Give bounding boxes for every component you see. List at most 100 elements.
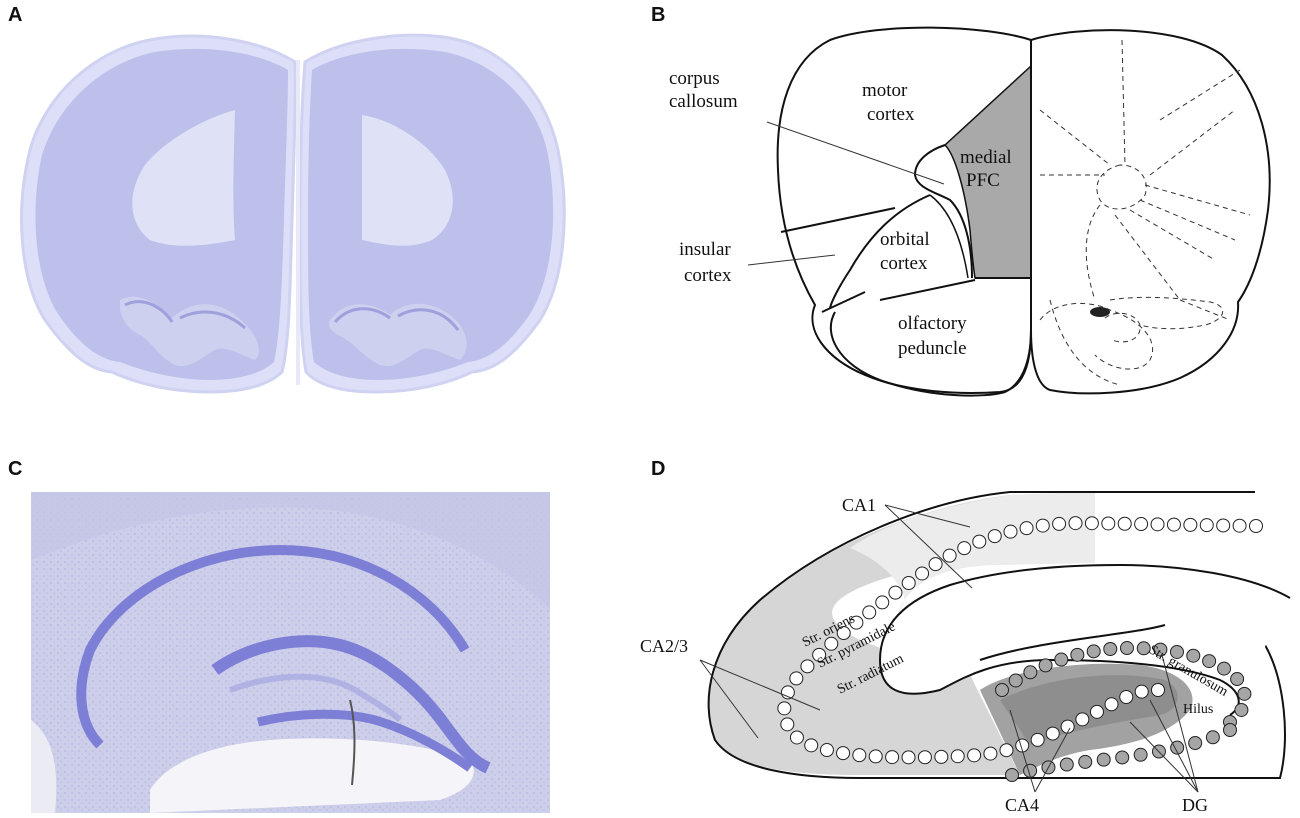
- pyramidal-cell: [950, 749, 965, 764]
- label-motor-cortex-2: cortex: [867, 104, 915, 125]
- pyramidal-cell: [1216, 518, 1231, 533]
- granule-cell: [1205, 730, 1220, 745]
- panel-d-schematic: CA1 CA2/3 CA4 DG Str. oriens Str. pyrami…: [640, 491, 1291, 815]
- label-insular-cortex-2: cortex: [684, 265, 732, 286]
- label-medial-pfc-2: PFC: [966, 170, 1000, 191]
- pyramidal-cell: [1134, 517, 1149, 532]
- label-ca4: CA4: [1005, 795, 1039, 815]
- granule-cell: [1096, 752, 1111, 767]
- granule-cell: [1170, 740, 1185, 755]
- granule-cell: [1169, 644, 1184, 659]
- mpfc-region: [943, 64, 1032, 279]
- pyramidal-cell: [1089, 704, 1104, 719]
- pyramidal-cell: [875, 595, 890, 610]
- granule-cell: [1005, 768, 1019, 782]
- pyramidal-cell: [999, 743, 1014, 758]
- pyramidal-cell: [1151, 683, 1165, 697]
- granule-cell: [1188, 736, 1203, 751]
- granule-cell: [995, 683, 1009, 697]
- pyramidal-cell: [1052, 516, 1067, 531]
- granule-cell: [1133, 747, 1148, 762]
- pyramidal-layer: [76, 544, 470, 749]
- pyramidal-cell: [836, 626, 851, 641]
- pyramidal-cell: [1075, 712, 1090, 727]
- granule-cell: [1023, 665, 1038, 680]
- dentate-lower: [256, 709, 473, 772]
- pyramidal-cell: [1101, 516, 1116, 531]
- pyramidal-cell: [804, 738, 819, 753]
- pyramidal-cell: [1060, 719, 1075, 734]
- granule-cell: [1054, 652, 1069, 667]
- granule-cell: [1078, 754, 1093, 769]
- granule-cell: [1186, 648, 1201, 663]
- pyramidal-cell: [862, 605, 877, 620]
- pyramidal-cell: [1119, 690, 1134, 705]
- panel-letter-a: A: [8, 4, 23, 26]
- pyramidal-cell: [1134, 684, 1149, 699]
- panel-letter-b: B: [651, 4, 666, 26]
- granule-cell: [1234, 702, 1249, 717]
- label-hilus: Hilus: [1183, 702, 1213, 717]
- pyramidal-cell: [868, 749, 883, 764]
- granule-cell: [1223, 723, 1237, 737]
- granule-cell: [1008, 673, 1023, 688]
- pyramidal-cell: [928, 557, 943, 572]
- pyramidal-cell: [983, 746, 998, 761]
- pyramidal-cell: [901, 575, 916, 590]
- panel-c-hippocampus-photo: [31, 492, 550, 813]
- granule-cell: [1237, 686, 1252, 701]
- pyramidal-cell: [1084, 516, 1099, 531]
- pyramidal-cell: [836, 746, 851, 761]
- pyramidal-cell: [849, 615, 864, 630]
- pyramidal-cell: [901, 750, 916, 765]
- pyramidal-cell: [1104, 697, 1119, 712]
- dark-marker: [1090, 307, 1110, 317]
- pyramidal-cell: [972, 534, 987, 549]
- pyramidal-cell: [967, 748, 982, 763]
- granule-cell: [1070, 647, 1085, 662]
- right-hemisphere-outline: [1030, 29, 1271, 395]
- ca1-region: [850, 492, 1095, 600]
- dashed-subregions: [1039, 39, 1251, 386]
- label-ca23: CA2/3: [640, 636, 688, 656]
- pyramidal-cell: [915, 566, 930, 581]
- pyramidal-cell: [987, 529, 1002, 544]
- pyramidal-cell: [934, 749, 949, 764]
- granule-and-pyramidal-cells: [777, 516, 1263, 782]
- granule-cell: [1059, 757, 1074, 772]
- label-olfactory-peduncle: olfactory: [898, 313, 967, 334]
- pyramidal-cell: [1117, 516, 1132, 531]
- pyramidal-cell: [777, 701, 792, 716]
- pyramidal-cell: [1166, 517, 1181, 532]
- pyramidal-cell: [780, 717, 795, 732]
- pyramidal-cell: [1030, 732, 1045, 747]
- pyramidal-cell: [888, 585, 903, 600]
- right-striatum: [362, 115, 453, 246]
- pyramidal-cell: [1035, 518, 1050, 533]
- label-orbital-cortex-2: cortex: [880, 253, 928, 274]
- pyramidal-cell: [812, 647, 827, 662]
- pyramidal-cell: [885, 750, 900, 765]
- granule-cell: [1217, 661, 1232, 676]
- label-insular-cortex: insular: [679, 239, 731, 260]
- pyramidal-cell: [1045, 726, 1060, 741]
- granule-cell: [1038, 658, 1053, 673]
- pyramidal-cell: [1003, 524, 1018, 539]
- pyramidal-cell: [1068, 516, 1083, 531]
- label-motor-cortex: motor: [862, 80, 908, 101]
- granule-cell: [1119, 641, 1134, 656]
- granule-cell: [1230, 672, 1245, 687]
- label-ca1: CA1: [842, 495, 876, 515]
- dentate-upper: [211, 635, 491, 774]
- panel-a-brain-section: [20, 33, 566, 394]
- granule-cell: [1202, 654, 1217, 669]
- pyramidal-cell: [789, 730, 804, 745]
- granule-cell: [1115, 750, 1130, 765]
- ventricle-space: [150, 738, 474, 813]
- granule-cell: [1136, 641, 1151, 656]
- label-dg: DG: [1182, 795, 1208, 815]
- pyramidal-cell: [917, 750, 932, 765]
- pyramidal-cell: [1183, 517, 1198, 532]
- pyramidal-cell: [1232, 518, 1247, 533]
